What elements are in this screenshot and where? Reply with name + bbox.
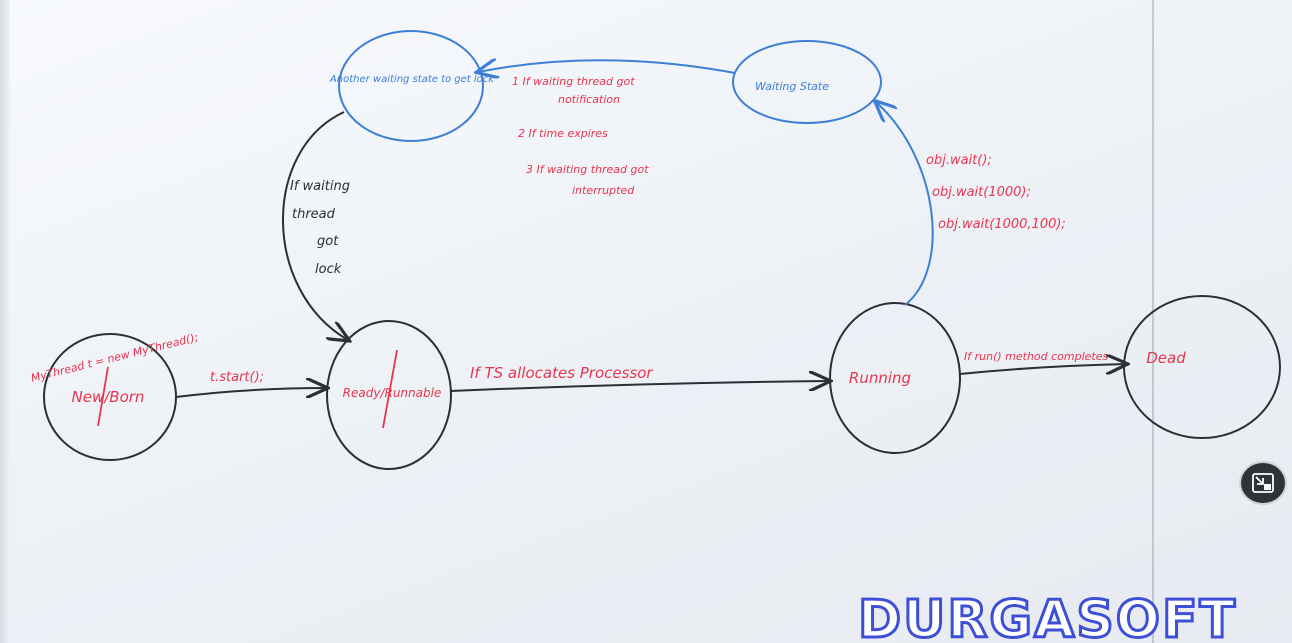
creation-label: MyThread t = new MyThread();: [30, 331, 200, 385]
ready-runnable-slash: [382, 349, 398, 429]
state-new-born-label: New/Born: [72, 388, 145, 406]
state-another-waiting-circle: [338, 30, 484, 142]
release-reason-2: 2 If time expires: [518, 127, 608, 140]
durgasoft-watermark: DURGASOFT: [856, 589, 1238, 643]
state-dead-circle: [1123, 295, 1281, 439]
got-lock-line-4: lock: [315, 262, 342, 277]
state-running-label: Running: [849, 369, 911, 387]
state-dead-label: Dead: [1146, 349, 1186, 367]
wait-call-1: obj.wait();: [926, 153, 992, 168]
state-ready-runnable-label: Ready/Runnable: [343, 386, 442, 400]
new-born-slash: [97, 366, 109, 427]
pip-button[interactable]: [1239, 461, 1287, 505]
state-another-waiting-label: Another waiting state to get lock: [329, 74, 495, 85]
arrow-start: [175, 388, 326, 397]
got-lock-line-3: got: [317, 234, 339, 249]
arrow-wait-calls: [876, 102, 934, 306]
state-waiting-circle: [732, 40, 882, 124]
release-reason-3b: interrupted: [572, 184, 635, 197]
board-edge: [0, 0, 10, 643]
got-lock-line-1: If waiting: [290, 179, 350, 194]
got-lock-line-2: thread: [292, 207, 336, 222]
arrow-got-lock: [282, 111, 348, 340]
arrow-release: [478, 60, 736, 73]
release-reason-1b: notification: [558, 93, 620, 106]
run-completes-label-1: If run() method completes: [964, 350, 1109, 363]
exit-picture-in-picture-icon: [1252, 473, 1274, 493]
wait-call-3: obj.wait(1000,100);: [938, 217, 1066, 232]
release-reason-3: 3 If waiting thread got: [526, 163, 649, 176]
wait-call-2: obj.wait(1000);: [932, 185, 1031, 200]
arrow-ts-allocates: [450, 381, 829, 392]
arrow-run-completes: [959, 364, 1126, 375]
board-seam: [1152, 0, 1154, 643]
ts-allocates-label: If TS allocates Processor: [470, 364, 653, 382]
state-waiting-label: Waiting State: [755, 80, 829, 93]
start-label: t.start();: [210, 370, 264, 385]
release-reason-1: 1 If waiting thread got: [512, 75, 635, 88]
